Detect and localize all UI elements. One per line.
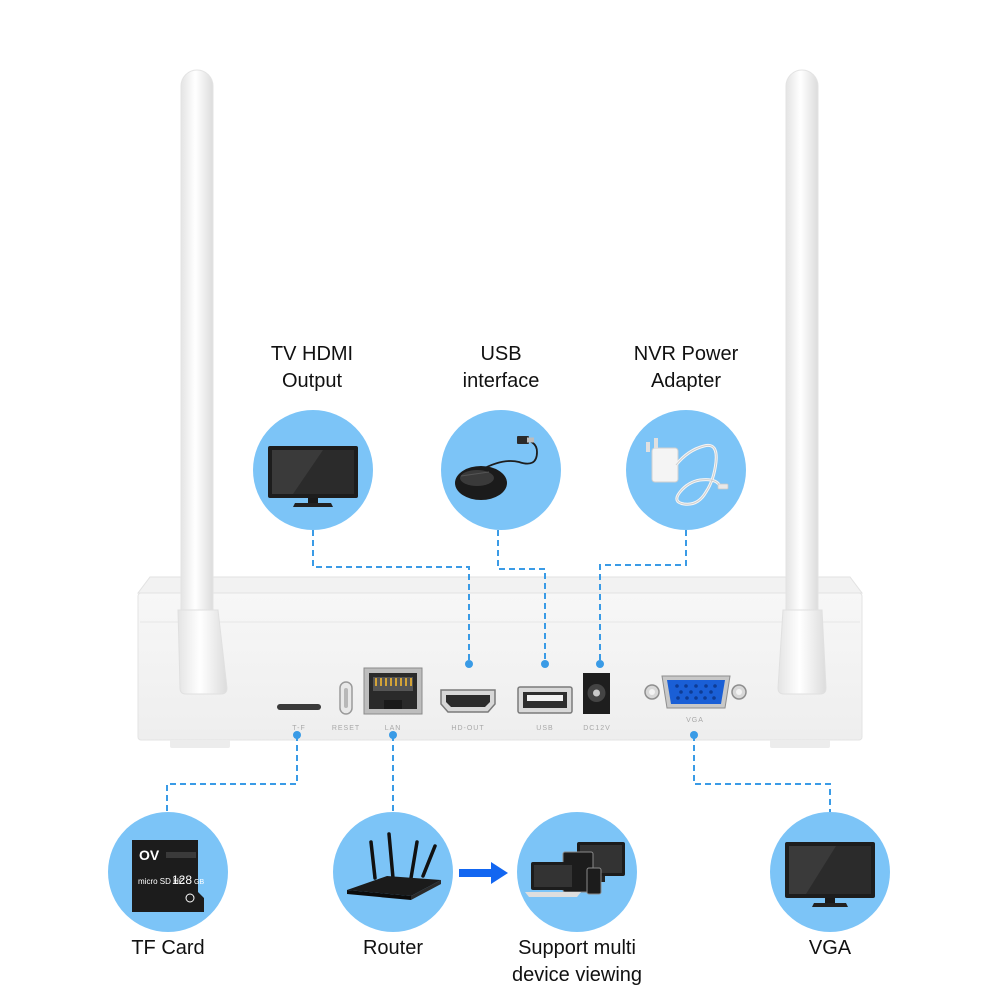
left-antenna [177, 69, 228, 695]
callout-circle-hdmi [253, 410, 373, 530]
usb-mouse-icon [455, 436, 538, 500]
connector-lines [166, 530, 831, 812]
port-label-dc: DC12V [583, 725, 611, 732]
port-label-tf: T-F [292, 725, 306, 732]
wifi-router-icon [347, 832, 441, 900]
label-tf-card: TF Card [131, 937, 205, 959]
port-label-lan: LAN [385, 725, 402, 732]
sd-card-capacity: 128 [172, 873, 192, 887]
right-antenna [777, 69, 827, 695]
callout-circle-power [626, 410, 746, 530]
label-usb-interface: USB interface [462, 343, 540, 392]
multi-device-icon [525, 842, 625, 897]
label-multi-device-viewing: Support multi device viewing [511, 937, 643, 986]
vga-monitor-icon [785, 842, 875, 907]
tv-monitor-icon [268, 446, 358, 507]
port-label-usb: USB [536, 725, 553, 732]
sd-card-unit: GB [194, 879, 204, 886]
connector-hdmi [312, 530, 470, 662]
tf-card-slot [277, 704, 321, 710]
power-adapter-icon [646, 438, 729, 506]
callout-circle-usb [441, 410, 561, 530]
lan-port [363, 667, 423, 715]
connector-vga [693, 735, 831, 812]
sd-card-brand: OV [139, 847, 160, 863]
label-nvr-power-adapter: NVR Power Adapter [633, 343, 739, 392]
label-tv-hdmi-output: TV HDMI Output [270, 343, 354, 392]
label-router: Router [362, 937, 424, 959]
connector-tf-card [166, 735, 298, 812]
vga-port [644, 675, 747, 709]
dc-power-jack [583, 673, 610, 714]
port-label-hdmi: HD-OUT [451, 725, 484, 732]
callout-circle-tf-card: OV micro SD HC 128 GB [108, 812, 228, 932]
micro-sd-card-icon: OV micro SD HC 128 GB [132, 840, 204, 912]
port-label-reset: RESET [332, 725, 360, 732]
usb-port [517, 686, 573, 714]
connector-usb [497, 530, 546, 662]
callout-circle-router [333, 812, 453, 932]
callout-circle-multi-device [517, 812, 637, 932]
arrow-right-icon [459, 862, 508, 884]
label-vga: VGA [808, 937, 852, 959]
hdmi-port [440, 689, 496, 713]
connector-dots [293, 660, 698, 739]
sd-card-type: micro SD HC [138, 877, 185, 886]
reset-button [339, 681, 353, 715]
port-label-vga: VGA [686, 717, 704, 724]
callout-circle-vga [770, 812, 890, 932]
